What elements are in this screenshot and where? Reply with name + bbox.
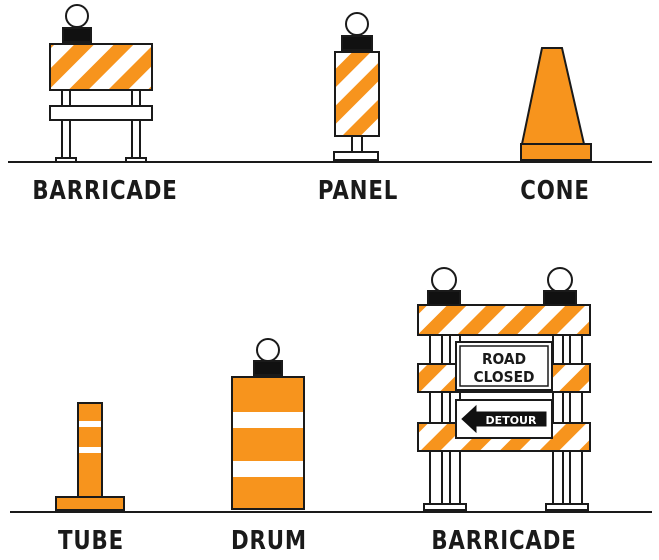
panel-device — [333, 12, 380, 161]
label-drum: DRUM — [231, 526, 307, 556]
label-panel: PANEL — [317, 176, 399, 206]
warning-light-icon — [345, 12, 369, 36]
detour-arrow-icon — [461, 404, 547, 434]
warning-light-icon — [65, 4, 89, 28]
drum-device — [231, 338, 305, 510]
barricade-top-device — [49, 4, 153, 163]
label-cone: CONE — [520, 176, 590, 206]
tube-device — [55, 402, 125, 511]
warning-light-icon — [431, 267, 457, 293]
cone-device — [520, 47, 592, 161]
sign-detour-text: DETOUR — [486, 414, 537, 427]
label-barricade-bottom: BARRICADE — [431, 526, 577, 556]
warning-light-icon — [547, 267, 573, 293]
barricade-bottom-device — [417, 267, 591, 511]
label-tube: TUBE — [58, 526, 124, 556]
warning-light-icon — [256, 338, 280, 362]
sign-closed-text: CLOSED — [474, 370, 535, 387]
label-barricade-top: BARRICADE — [32, 176, 178, 206]
sign-road-text: ROAD — [482, 352, 526, 369]
